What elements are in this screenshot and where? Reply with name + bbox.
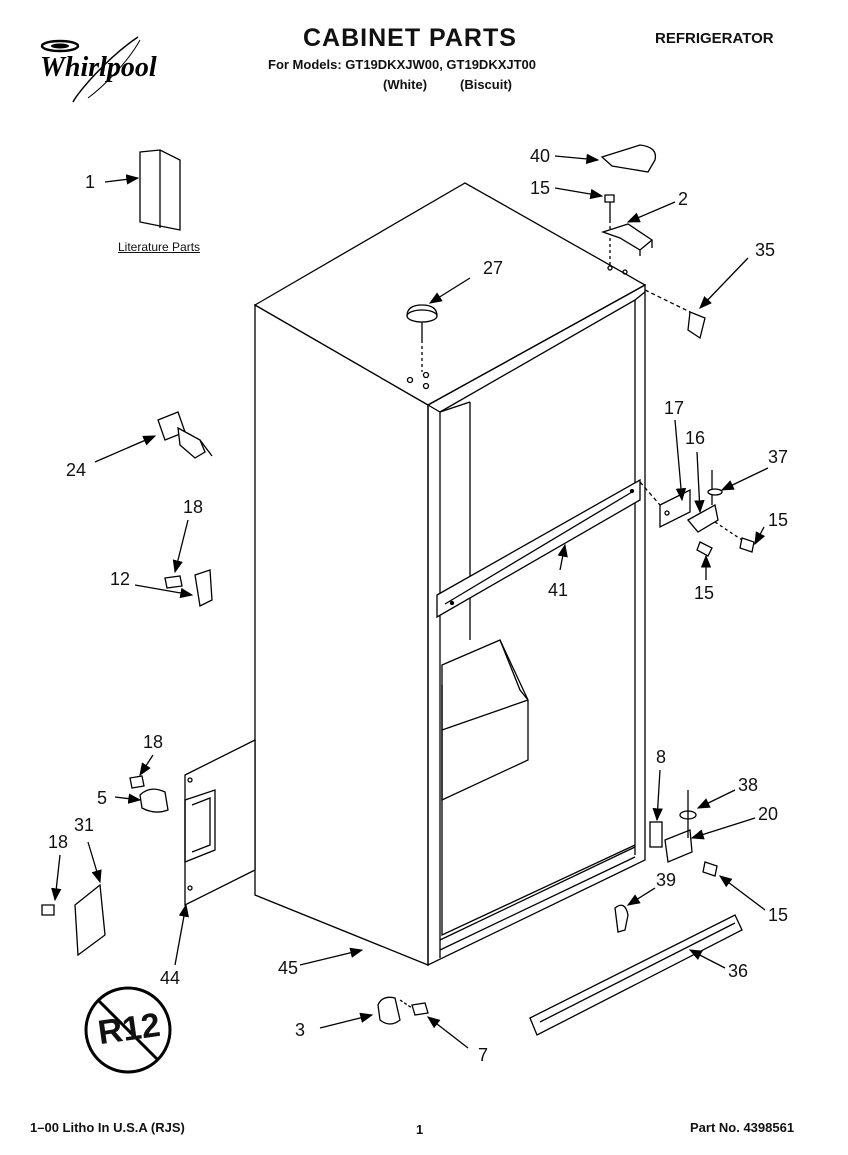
callout-35: 35 [755, 240, 776, 260]
callout-18: 18 [183, 497, 204, 517]
callout-12: 12 [110, 569, 131, 589]
literature-parts-label: Literature Parts [118, 240, 201, 254]
cabinet-front-frame [427, 283, 646, 967]
callout-40: 40 [530, 146, 551, 166]
callout-15: 15 [530, 178, 551, 198]
callout-39: 39 [656, 870, 677, 890]
callout-44: 44 [160, 968, 181, 988]
callout-24: 24 [66, 460, 87, 480]
callout-45: 45 [278, 958, 299, 978]
callout-8: 8 [656, 747, 667, 767]
callout-41: 41 [548, 580, 569, 600]
page-number: 1 [416, 1122, 424, 1137]
callout-17: 17 [664, 398, 685, 418]
callout-18: 18 [48, 832, 69, 852]
part-16-pin [686, 503, 719, 533]
callout-7: 7 [478, 1045, 489, 1065]
part-27-plug [406, 309, 438, 323]
category-label: REFRIGERATOR [655, 30, 774, 47]
callout-20: 20 [758, 804, 779, 824]
part-44-bracket [184, 738, 256, 907]
callout-2: 2 [678, 189, 689, 209]
part-5-clamp [139, 788, 169, 813]
part-number: Part No. 4398561 [690, 1120, 795, 1135]
part-39-clip [614, 904, 629, 933]
part-8-hinge [649, 821, 663, 848]
brand-logo: Whirlpool [28, 32, 178, 107]
callout-15: 15 [768, 510, 789, 530]
part-2-hinge [600, 223, 654, 251]
callout-37: 37 [768, 447, 789, 467]
callout-16: 16 [685, 428, 706, 448]
callout-36: 36 [728, 961, 749, 981]
callout-27: 27 [483, 258, 504, 278]
callout-31: 31 [74, 815, 95, 835]
callout-18: 18 [143, 732, 164, 752]
callout-38: 38 [738, 775, 759, 795]
part-3-roller [377, 996, 401, 1025]
callout-15: 15 [694, 583, 715, 603]
callout-1: 1 [85, 172, 96, 192]
part-36-grille [529, 914, 743, 1036]
model-list: For Models: GT19DKXJW00, GT19DKXJT00 [268, 57, 537, 72]
callout-3: 3 [295, 1020, 306, 1040]
cabinet-left-side [254, 303, 429, 966]
part-12-clip [194, 569, 213, 607]
brand-name: Whirlpool [40, 52, 157, 83]
variant-biscuit: (Biscuit) [460, 77, 512, 92]
page-title: CABINET PARTS [303, 24, 517, 52]
part-31-cover [74, 883, 106, 957]
callout-15: 15 [768, 905, 789, 925]
part-17-hinge-plate [659, 488, 691, 529]
part-35-bracket [687, 311, 706, 340]
part-40-cap [600, 144, 657, 173]
callout-5: 5 [97, 788, 108, 808]
litho-note: 1–00 Litho In U.S.A (RJS) [30, 1120, 185, 1135]
variant-white: (White) [383, 77, 428, 92]
